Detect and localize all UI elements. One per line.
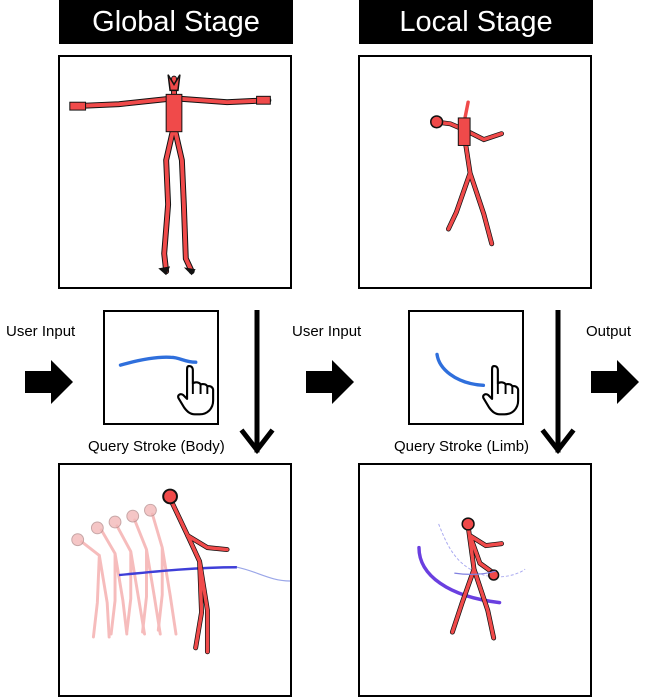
posed-skeleton — [430, 100, 504, 247]
local-stage-title: Local Stage — [359, 0, 593, 44]
query-stroke — [118, 355, 198, 367]
local-output-panel — [358, 463, 592, 697]
local-input-pose-panel — [358, 55, 592, 289]
arrow-right-icon — [306, 358, 354, 406]
global-query-stroke-panel — [103, 310, 219, 425]
query-stroke — [435, 352, 486, 388]
tpose-skeleton — [69, 74, 272, 276]
arrow-down-icon — [540, 310, 576, 456]
trajectory-stroke — [417, 545, 502, 605]
global-user-input-label: User Input — [6, 323, 76, 340]
output-label: Output — [586, 323, 632, 340]
global-stroke-caption: Query Stroke (Body) — [88, 438, 225, 455]
arrow-down-icon — [239, 310, 275, 456]
local-user-input-label: User Input — [292, 323, 362, 340]
global-output-panel — [58, 463, 292, 697]
pointing-hand-icon — [482, 364, 520, 416]
global-input-pose-panel — [58, 55, 292, 289]
local-query-stroke-panel — [408, 310, 524, 425]
pointing-hand-icon — [177, 364, 215, 416]
local-stroke-caption: Query Stroke (Limb) — [394, 438, 530, 455]
trajectory-stroke — [118, 565, 237, 577]
arrow-right-icon — [25, 358, 73, 406]
global-stage-title: Global Stage — [59, 0, 293, 44]
arrow-right-icon — [591, 358, 639, 406]
